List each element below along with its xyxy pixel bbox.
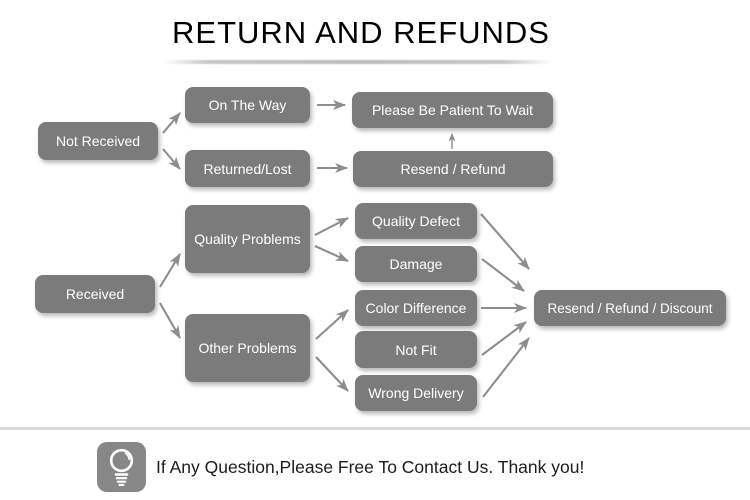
flow-node-resend-refund: Resend / Refund (353, 151, 553, 187)
light-bulb-icon (97, 442, 146, 492)
flow-node-on-the-way: On The Way (185, 87, 310, 123)
flow-node-not-fit: Not Fit (355, 331, 477, 368)
flow-node-please-be-patient: Please Be Patient To Wait (352, 92, 553, 128)
flow-node-resend-refund-discount: Resend / Refund / Discount (534, 290, 726, 326)
footer-message: If Any Question,Please Free To Contact U… (156, 456, 585, 477)
flow-node-quality-problems: Quality Problems (185, 205, 310, 273)
flow-node-color-difference: Color Difference (355, 290, 477, 326)
flow-node-received: Received (35, 275, 155, 313)
footer-divider (0, 427, 750, 430)
title-underline (162, 60, 552, 64)
page-title: RETURN AND REFUNDS (172, 15, 550, 50)
flow-node-wrong-delivery: Wrong Delivery (355, 375, 477, 411)
flow-node-other-problems: Other Problems (185, 314, 310, 382)
flow-node-returned-lost: Returned/Lost (185, 150, 310, 187)
flow-node-not-received: Not Received (38, 122, 158, 160)
flow-node-damage: Damage (355, 246, 477, 282)
flow-node-quality-defect: Quality Defect (355, 203, 477, 239)
